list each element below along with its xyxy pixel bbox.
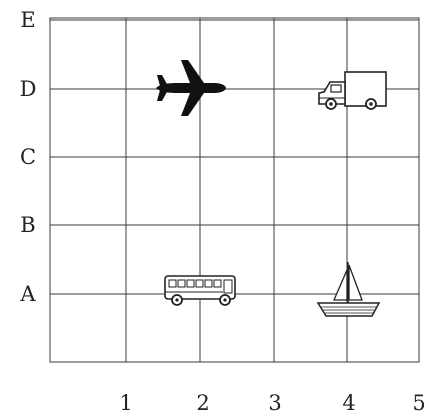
row-labels: E D C B A bbox=[19, 8, 36, 306]
grid-frame bbox=[49, 17, 420, 363]
row-label-c: C bbox=[20, 145, 36, 169]
column-label-1: 1 bbox=[119, 391, 132, 415]
sailboat-icon bbox=[316, 262, 381, 317]
airplane-icon bbox=[156, 60, 226, 116]
column-label-4: 4 bbox=[342, 391, 355, 415]
column-labels: 1 2 3 4 5 bbox=[119, 391, 425, 415]
row-label-a: A bbox=[19, 282, 36, 306]
bus-icon bbox=[164, 275, 236, 306]
row-label-e: E bbox=[20, 8, 35, 32]
row-label-b: B bbox=[20, 213, 35, 237]
column-label-2: 2 bbox=[196, 391, 209, 415]
column-label-5: 5 bbox=[412, 391, 425, 415]
column-label-3: 3 bbox=[268, 391, 281, 415]
truck-icon bbox=[318, 71, 387, 110]
row-label-d: D bbox=[20, 77, 37, 101]
